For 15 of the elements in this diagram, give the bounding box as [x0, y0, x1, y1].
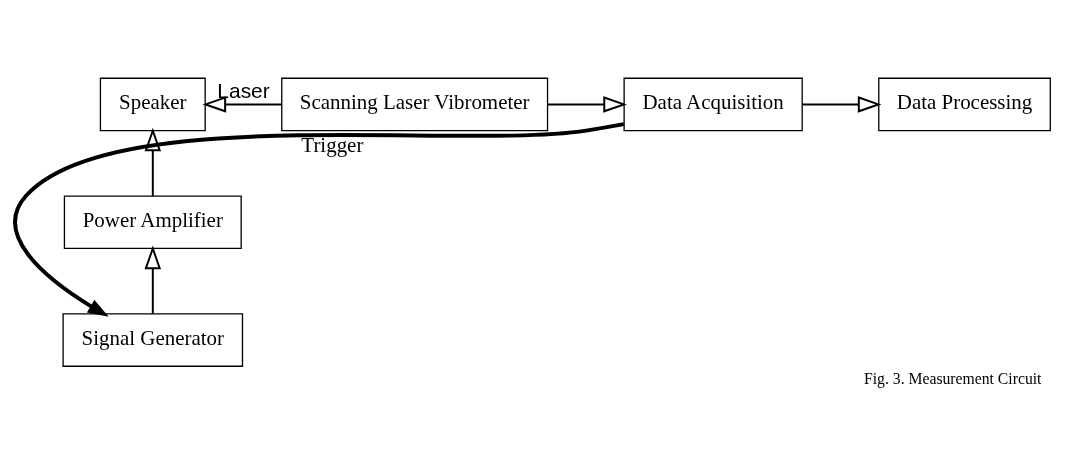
node-box: Data Processing — [878, 77, 1051, 131]
node-box: Speaker — [99, 77, 206, 131]
node-box: Power Amplifier — [63, 194, 242, 249]
node-box: Scanning Laser Vibrometer — [281, 77, 549, 131]
arrow — [144, 127, 162, 197]
arrow — [546, 95, 627, 113]
arrow — [144, 245, 162, 315]
node-box: Signal Generator — [62, 312, 244, 367]
node-box: Data Acquisition — [623, 77, 803, 131]
edge-label: Laser — [217, 78, 270, 102]
arrow — [202, 95, 283, 113]
arrow — [801, 95, 882, 113]
edge-label: Trigger — [301, 132, 364, 157]
arrow — [13, 121, 625, 317]
caption: Fig. 3. Measurement Circuit — [863, 369, 1042, 387]
